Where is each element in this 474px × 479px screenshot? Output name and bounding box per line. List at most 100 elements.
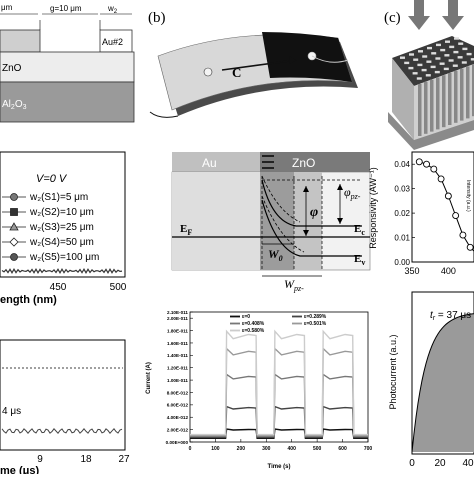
inset-intensity-label: Intensity (a.u.) xyxy=(465,180,471,212)
current-plot-xlabel: Time (s) xyxy=(268,464,291,470)
w0-label: W0 xyxy=(268,247,283,263)
electrode-pad xyxy=(408,66,414,70)
legend-marker xyxy=(9,237,19,247)
nanowire xyxy=(472,64,474,117)
resp-ytick-label: 0.04 xyxy=(394,160,410,169)
sapphire-label: Al2O3 xyxy=(2,99,27,111)
c-axis-arrow xyxy=(221,59,297,71)
electrode-pad xyxy=(449,45,455,49)
array-substrate xyxy=(388,112,474,150)
electrode-pad xyxy=(436,43,441,47)
wpz-label: Wpz- xyxy=(284,277,304,293)
resp-xtick-label: 400 xyxy=(441,266,456,276)
gap-label: g=10 μm xyxy=(50,4,82,13)
light-arrow-2-shaft xyxy=(448,0,458,16)
electrode-pad xyxy=(422,55,428,58)
light-arrow-1-head xyxy=(408,16,430,30)
nanowire xyxy=(460,68,464,121)
resp-ytick-label: 0.02 xyxy=(394,209,410,218)
bias-label: V=0 V xyxy=(36,173,68,185)
au-electrode-1 xyxy=(0,29,41,53)
electrode-pad xyxy=(427,46,432,50)
electrode-pad xyxy=(418,50,423,53)
panel-c: (c) 0.000.010.020.030.0435040045 Intensi… xyxy=(368,0,474,469)
electrode-pad xyxy=(435,57,441,60)
electrode-label: Au#2 xyxy=(102,37,123,47)
illumination-arrows xyxy=(408,0,464,30)
responsivity-point xyxy=(430,165,438,173)
plot2-xtick-9: 9 xyxy=(37,454,43,465)
panel-a: μm g=10 μm w2 Au#2 ZnO Al2O3 V=0 V w₂(S1… xyxy=(0,3,135,477)
panel-b: (b) C Au ZnO xyxy=(146,10,372,470)
responsivity-point xyxy=(459,231,467,239)
depletion-region-light xyxy=(294,172,322,270)
plot1-xtick-500: 500 xyxy=(110,282,127,293)
resp-ytick-label: 0.01 xyxy=(394,234,410,243)
current-plot-series xyxy=(190,329,368,439)
current-plot-frame xyxy=(189,311,369,443)
electrode-pad xyxy=(443,67,449,71)
responsivity-point xyxy=(415,158,423,166)
current-legend-entry: ε=0.580% xyxy=(242,328,265,334)
electrode-pad xyxy=(462,47,468,51)
ytick-label: 2.10E-011 xyxy=(167,310,188,315)
electrode-pad xyxy=(444,54,450,57)
panel-b-label: (b) xyxy=(148,10,166,26)
zno-label: ZnO xyxy=(2,63,22,74)
nanowire xyxy=(436,77,440,130)
nanowire-columns xyxy=(418,64,474,136)
current-legend-entry: ε=0 xyxy=(242,314,250,320)
current-series-line xyxy=(190,329,368,436)
responsivity-ylabel: Responsivity (AW⁻¹) xyxy=(368,167,378,248)
flexible-device-illustration: C xyxy=(149,32,358,118)
photocurrent-rise-fill xyxy=(412,313,474,452)
resp-ytick-label: 0.03 xyxy=(394,185,410,194)
responsivity-point xyxy=(444,192,452,200)
legend-entry: w₂(S5)=100 μm xyxy=(29,252,99,263)
legend-marker xyxy=(10,193,18,201)
ytick-label: 4.00E-012 xyxy=(167,415,189,420)
ytick-label: 1.20E-011 xyxy=(167,366,188,371)
nanowire xyxy=(466,66,470,119)
resp-xtick-label: 350 xyxy=(404,266,419,276)
c-axis-arrowhead xyxy=(289,56,296,64)
lead-wire-right xyxy=(311,55,349,63)
xtick-label: 500 xyxy=(313,446,322,452)
plot1-baseline-trace xyxy=(1,267,123,275)
sapphire-layer xyxy=(0,81,135,123)
plot2-xtick-18: 18 xyxy=(80,454,92,465)
phi-pz-arrowhead-top xyxy=(337,184,343,190)
photocurrent-xtick-40: 40 xyxy=(462,458,474,469)
electrode-pad xyxy=(409,53,414,56)
legend-entry: w₂(S4)=50 μm xyxy=(29,237,94,248)
lead-wire-left xyxy=(149,111,179,118)
ec-label: Ec xyxy=(354,223,365,237)
xtick-label: 400 xyxy=(288,446,297,452)
ytick-label: 1.60E-011 xyxy=(167,341,188,346)
photocurrent-xtick-20: 20 xyxy=(434,458,446,469)
electrode-pad xyxy=(425,74,431,77)
nanowire xyxy=(454,70,458,123)
current-time-plot: 0.00E+0002.00E-0124.00E-0126.00E-0128.00… xyxy=(146,310,372,470)
phi-label: φ xyxy=(310,205,318,220)
array-top-electrodes xyxy=(400,37,474,80)
au-header-label: Au xyxy=(202,156,217,170)
ytick-label: 2.00E-012 xyxy=(167,427,189,432)
plot2-annotation: 4 μs xyxy=(2,406,21,417)
electrode-pad xyxy=(440,48,446,52)
band-diagram: Au ZnO φ xyxy=(171,152,371,293)
photocurrent-xtick-0: 0 xyxy=(409,458,415,469)
legend-marker xyxy=(9,222,19,231)
electrode-pad xyxy=(413,58,419,61)
electrode-pad xyxy=(453,50,459,54)
electrode-pad xyxy=(458,42,464,45)
dipole-marker xyxy=(262,155,274,169)
photocurrent-rise-curve xyxy=(411,313,474,453)
electrode-pad xyxy=(417,63,423,67)
photocurrent-frame xyxy=(411,291,474,455)
current-legend-entry: ε=0.408% xyxy=(242,321,265,327)
width-label: w2 xyxy=(107,4,118,15)
ytick-label: 1.80E-011 xyxy=(167,328,188,333)
rise-time-annotation: tr = 37 μs xyxy=(430,310,471,322)
